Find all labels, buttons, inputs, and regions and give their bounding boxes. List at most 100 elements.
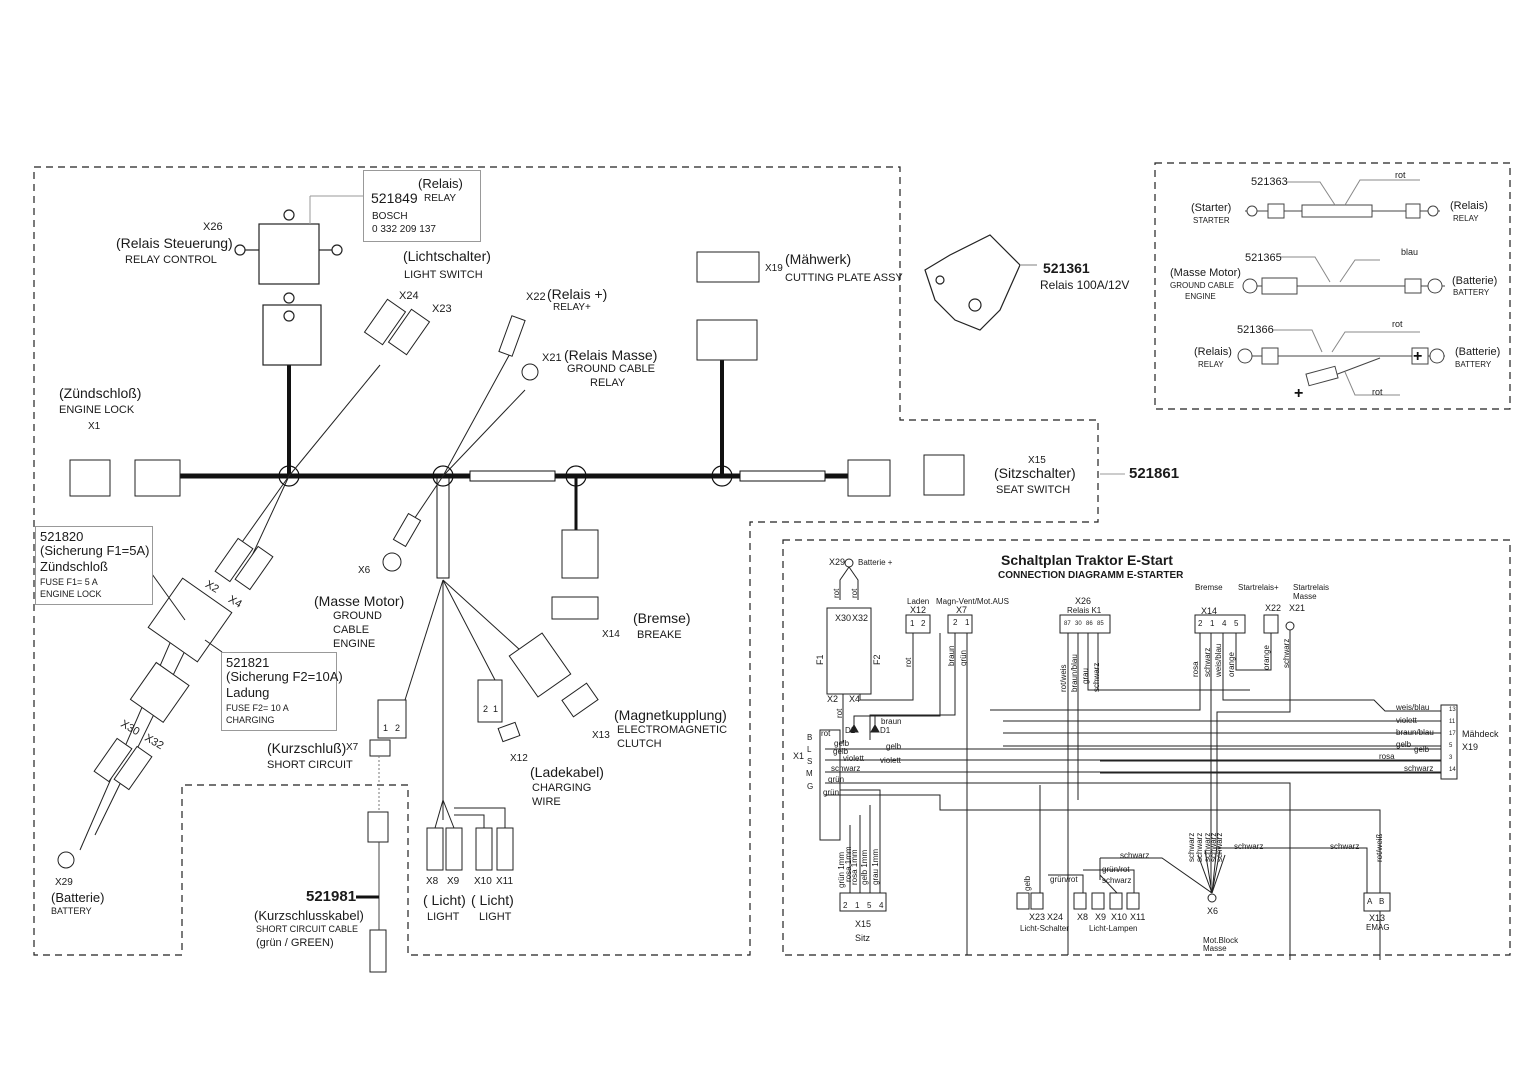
seat-switch-part-number: 521861: [1129, 465, 1180, 482]
seat-plug: [847, 459, 891, 497]
sch-x1-pin-s: S: [807, 757, 813, 766]
sch-x26-wire-rotweis: rot/weis: [1059, 664, 1068, 692]
short-cable-plug: [367, 811, 389, 843]
light-switch-x24: [363, 298, 407, 346]
cable2-left-en1: GROUND CABLE: [1170, 281, 1235, 290]
sch-x7-wire-braun: braun: [947, 645, 956, 666]
schematic-wires: [819, 558, 1458, 960]
engine-lock-connector: [69, 459, 111, 497]
sch-lamp-wire-schwarz-1: schwarz: [1120, 851, 1150, 860]
sch-x14-wire-orange: orange: [1227, 652, 1236, 677]
charging-label-de: (Ladekabel): [530, 764, 604, 780]
sch-x14-title: Bremse: [1195, 583, 1223, 592]
cable2-right-en: BATTERY: [1453, 288, 1490, 297]
sch-x14-wire-rosa: rosa: [1191, 661, 1200, 677]
sch-x14-wire-schwarz: schwarz: [1203, 647, 1212, 677]
sch-fuse-x2: X2: [827, 694, 839, 704]
cable3-part-number: 521366: [1237, 324, 1274, 336]
sch-fuse-f2: F2: [872, 654, 882, 665]
light-wires: [434, 799, 506, 829]
fuse1-callout: 521820 (Sicherung F1=5A) Zündschloß FUSE…: [35, 526, 153, 605]
short-cable-label-en: SHORT CIRCUIT CABLE: [256, 924, 359, 934]
plus-icon: +: [1413, 348, 1422, 365]
cable1-right-de: (Relais): [1450, 200, 1488, 212]
light-switch-label-en: LIGHT SWITCH: [404, 269, 483, 281]
cable2-left-de: (Masse Motor): [1170, 267, 1241, 279]
sch-lamp-x10: X10: [1111, 912, 1128, 922]
sch-switch-title: Licht-Schalter: [1020, 924, 1069, 933]
sch-x19-pin-5: 5: [1449, 743, 1453, 749]
sch-wire-rot-1: rot: [832, 588, 841, 598]
sch-diode-d2: D2: [845, 726, 856, 735]
charging-plug-pin-1: 1: [493, 704, 499, 714]
sch-lamp-x9: X9: [1095, 912, 1107, 922]
sch-battery-label: Batterie +: [858, 558, 893, 567]
relay-part-label-de: (Relais): [418, 176, 463, 191]
sch-x19-pin-17: 17: [1449, 731, 1456, 737]
sch-fuse-f1: F1: [815, 654, 825, 665]
relay-plus-id: X22: [526, 291, 546, 303]
clutch-label-en2: CLUTCH: [617, 738, 662, 750]
cable3-right-de: (Batterie): [1455, 346, 1501, 358]
light-switch-id-x23: X23: [432, 303, 452, 315]
cable1-part-number: 521363: [1251, 176, 1288, 188]
cable-drawings: [1237, 203, 1445, 387]
sch-x26-wire-braunblau: braun/blau: [1070, 654, 1079, 692]
sch-switch-wire-gelb: gelb: [1023, 875, 1032, 891]
sch-x15-wire-grau: grau 1mm: [871, 848, 880, 885]
engine-lock-id: X1: [88, 421, 101, 432]
light-switch-label-de: (Lichtschalter): [403, 248, 491, 264]
cable3-color: rot: [1392, 319, 1403, 329]
light-switch-x23: [387, 308, 431, 356]
relay-control-label-en: RELAY CONTROL: [125, 254, 217, 266]
main-relay-description: Relais 100A/12V: [1040, 278, 1130, 292]
light-id-x11: X11: [496, 876, 514, 887]
light-label-en-2: LIGHT: [479, 911, 512, 923]
sch-x15-wire-rosa-2: rosa 1mm: [850, 849, 859, 885]
sch-x19-pin-11: 11: [1449, 719, 1456, 725]
relay-ground-label-en1: GROUND CABLE: [567, 363, 656, 375]
sch-lamp-title: Licht-Lampen: [1089, 924, 1138, 933]
main-relay-part-number: 521361: [1043, 260, 1090, 276]
light-id-x10: X10: [474, 876, 492, 887]
sch-x13-wire-rotweiss: rot/weiß: [1375, 833, 1384, 862]
sch-x6-title1: Mot.Block: [1203, 936, 1239, 945]
dashed-frames: [33, 162, 1511, 956]
fuse2-callout: 521821 (Sicherung F2=10A) Ladung FUSE F2…: [221, 652, 343, 731]
sch-x6-wire-6: schwarz: [1234, 842, 1264, 851]
sch-x6-id: X6: [1207, 906, 1219, 916]
relay-ground-ring: [521, 363, 539, 381]
sch-fuse-x30: X30: [835, 613, 852, 623]
sch-x19-pin-14: 14: [1449, 767, 1456, 773]
schematic-subtitle: CONNECTION DIAGRAMM E-STARTER: [998, 570, 1184, 581]
sch-x1-pin-m: M: [806, 769, 813, 778]
sch-switch-wire-gruenrot: grün/rot: [1050, 875, 1078, 884]
light-label-de-2: ( Licht): [471, 892, 514, 908]
charging-connector: [497, 721, 521, 743]
short-cable-part-number: 521981: [306, 888, 357, 905]
sch-x22-title: Startrelais+: [1238, 583, 1279, 592]
sch-x26-pin-87: 87: [1064, 621, 1071, 627]
sch-x14-pin-2: 2: [1198, 619, 1203, 628]
cutting-plate-label-en: CUTTING PLATE ASSY: [785, 272, 903, 284]
sch-lamp-x8: X8: [1077, 912, 1089, 922]
sch-x21-title2: Masse: [1293, 592, 1317, 601]
ground-motor-label-en1: GROUND: [333, 610, 382, 622]
sch-wire-rot-3: rot: [835, 708, 844, 718]
sch-wire-rot-2: rot: [850, 588, 859, 598]
relay-control-connector: [234, 209, 343, 366]
seat-switch-id: X15: [1028, 455, 1046, 466]
sch-x19-wire-gelb-2: gelb: [1414, 745, 1430, 754]
engine-lock-label-en: ENGINE LOCK: [59, 404, 135, 416]
seat-switch-connector: [923, 454, 965, 496]
sch-x26-title: Relais K1: [1067, 606, 1102, 615]
engine-lock-label-de: (Zündschloß): [59, 385, 142, 401]
sch-lamp-x11: X11: [1130, 912, 1146, 922]
sch-x6-wire-5: schwarz: [1215, 832, 1224, 862]
sch-x19-wire-weisblau: weis/blau: [1396, 703, 1430, 712]
clutch-label-de: (Magnetkupplung): [614, 707, 727, 723]
cable3-right-en: BATTERY: [1455, 360, 1492, 369]
sch-x22-wire: orange: [1262, 645, 1271, 670]
plus-icon-2: +: [1294, 385, 1303, 402]
fuse1-label: (Sicherung F1=5A): [40, 543, 150, 558]
